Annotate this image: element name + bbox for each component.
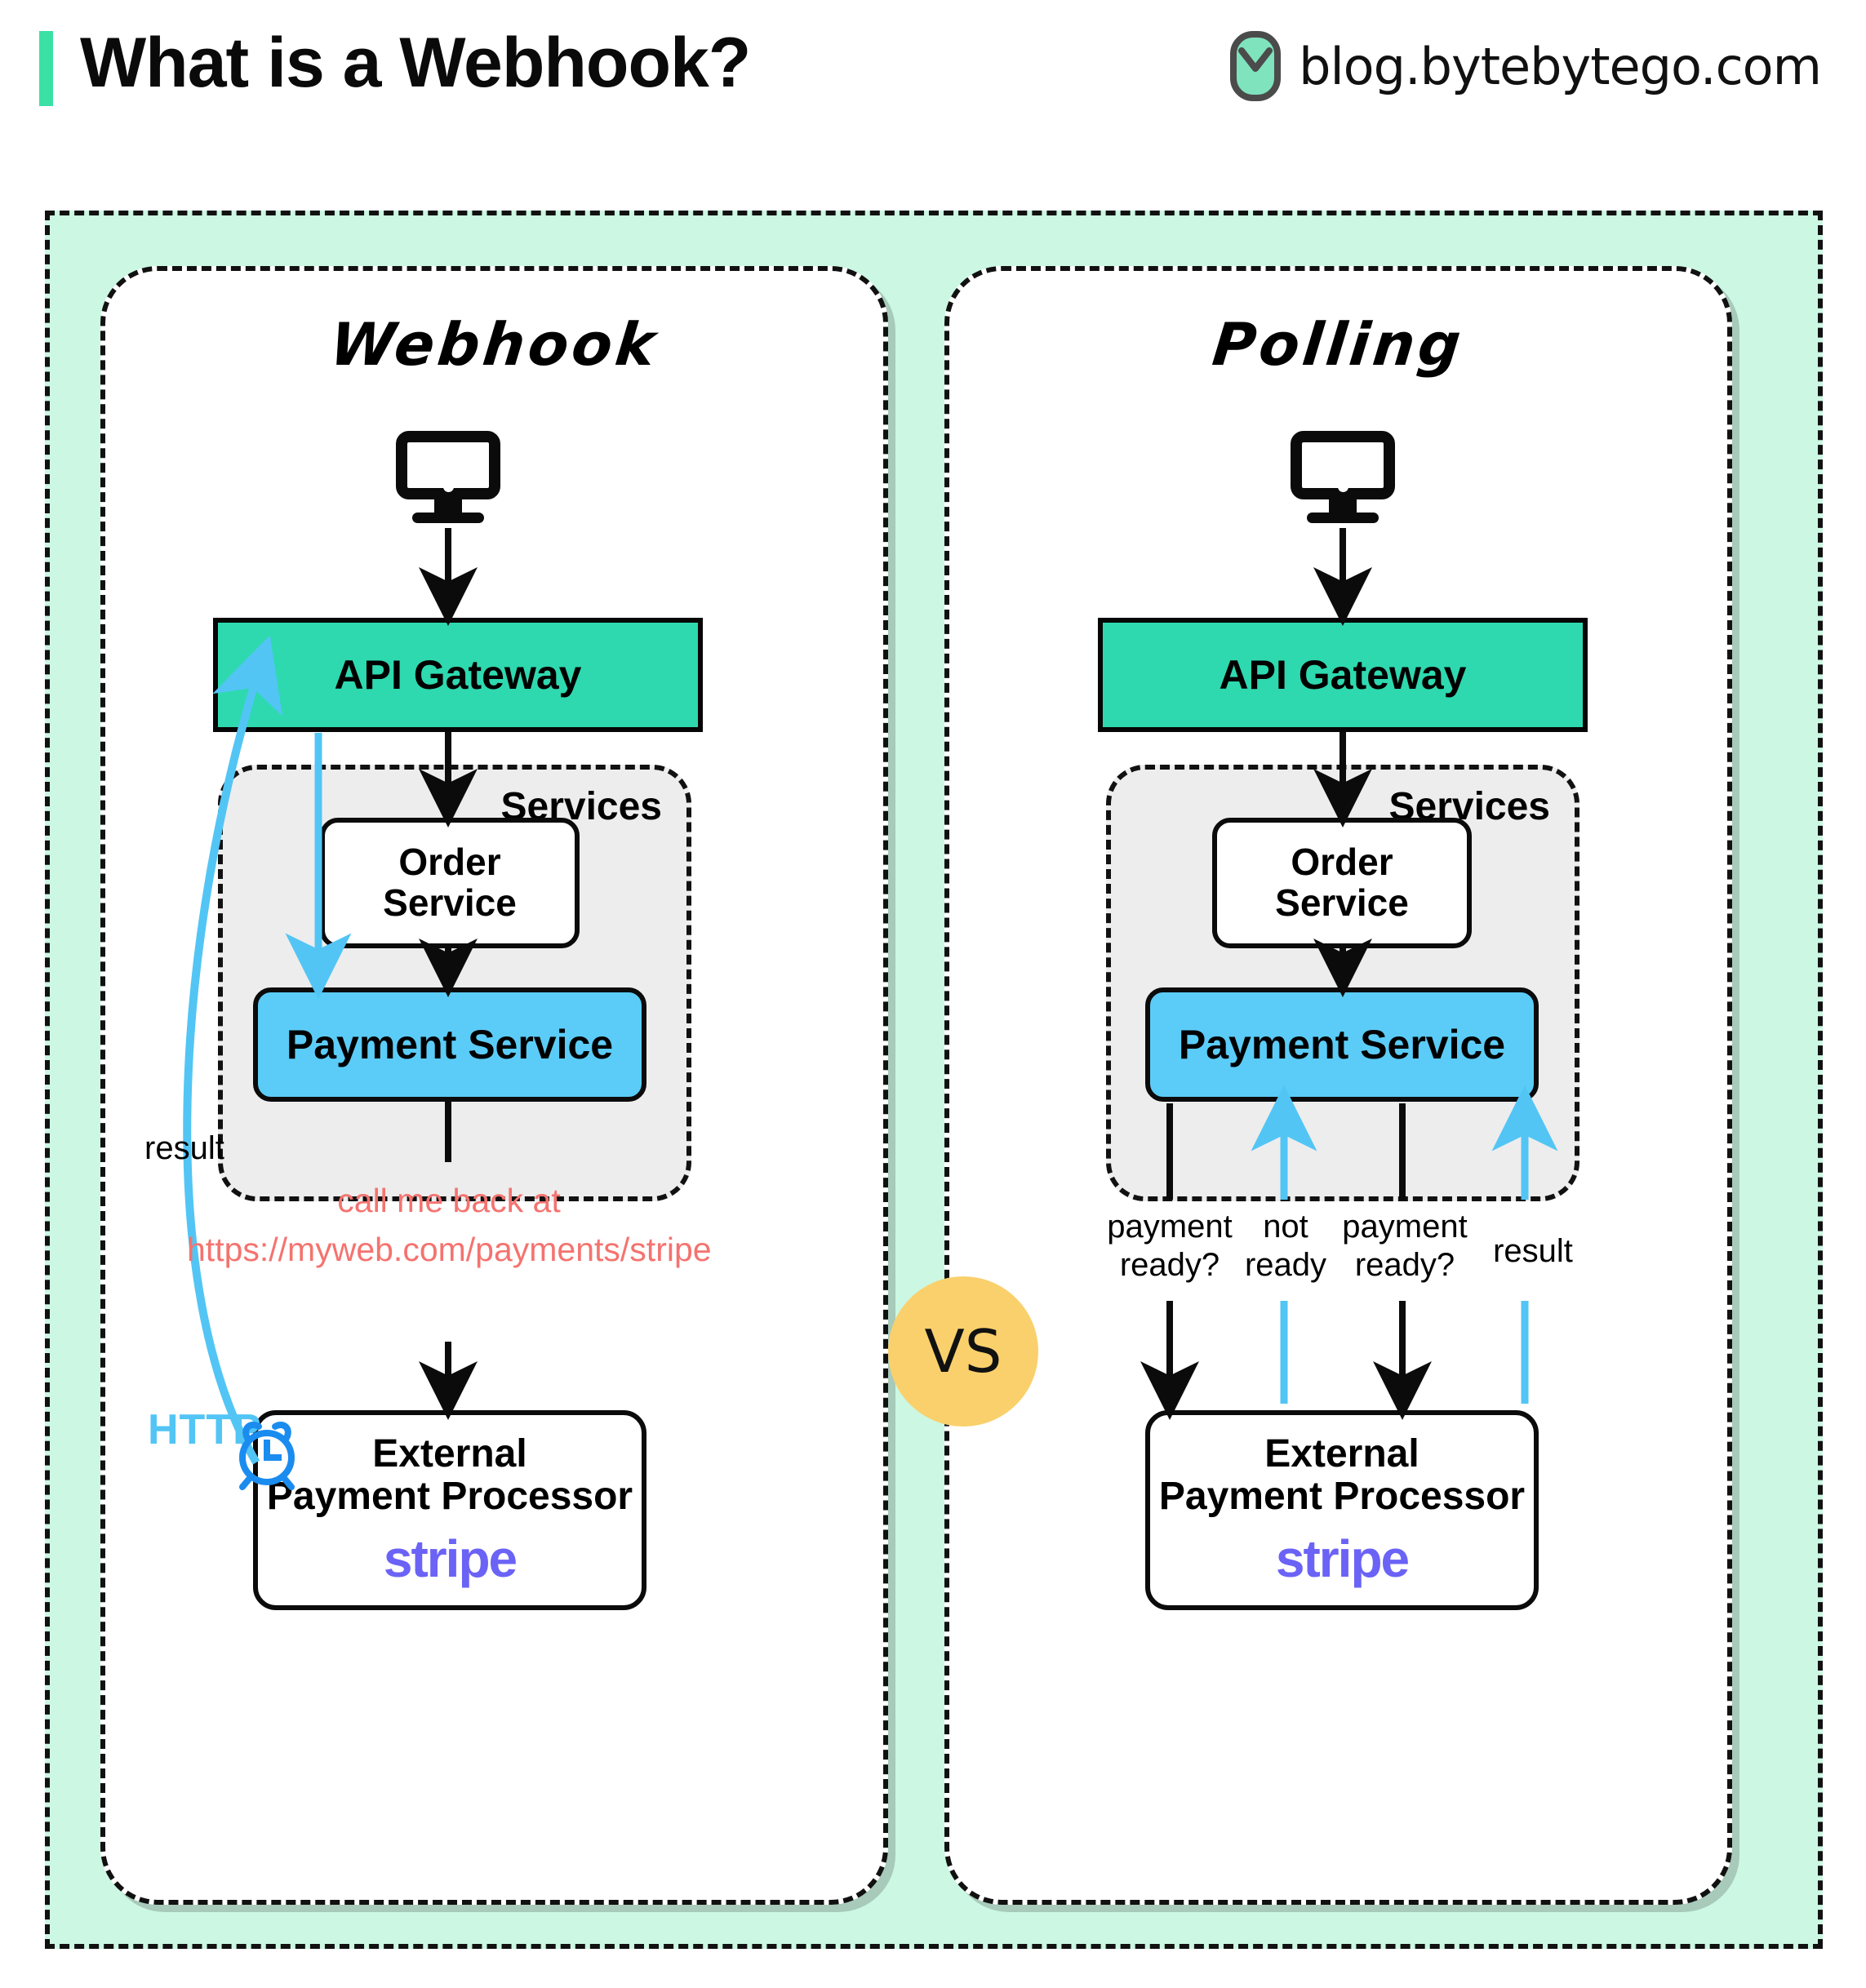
poll-2-line1: payment (1342, 1209, 1468, 1245)
api-gateway-label: API Gateway (334, 652, 582, 698)
api-gateway-box[interactable]: API Gateway (1098, 618, 1588, 732)
external-label-line1: External (1264, 1431, 1419, 1475)
vs-badge-label: VS (924, 1317, 1002, 1386)
external-payment-processor-box[interactable]: External Payment Processor stripe (253, 1410, 646, 1610)
brand-url: blog.bytebytego.com (1299, 36, 1822, 96)
edge-label-result: result (144, 1130, 224, 1166)
payment-service-label: Payment Service (1178, 1022, 1506, 1067)
poll-2-line2: ready? (1354, 1247, 1455, 1284)
edge-label-callback-line2: https://myweb.com/payments/stripe (187, 1231, 712, 1268)
bytebytego-logo-icon (1230, 31, 1282, 101)
panel-polling: Polling API Gateway Services Order Servi… (944, 266, 1732, 1905)
monitor-icon (1291, 431, 1395, 523)
external-payment-processor-box[interactable]: External Payment Processor stripe (1145, 1410, 1539, 1610)
order-service-label-line1: Order (1291, 841, 1393, 884)
edge-label-callback-line1: call me back at (337, 1182, 561, 1219)
title-accent-bar (39, 31, 53, 106)
vs-badge: VS (888, 1276, 1038, 1427)
comparison-container: Webhook API Gateway Services Order Servi… (45, 211, 1823, 1949)
poll-result-line1: result (1493, 1233, 1573, 1269)
poll-1-line1: payment (1107, 1209, 1233, 1245)
api-gateway-label: API Gateway (1219, 652, 1467, 698)
external-label-line1: External (372, 1431, 527, 1475)
poll-reply-1-line1: not (1263, 1209, 1308, 1245)
page-title: What is a Webhook? (80, 24, 751, 102)
stripe-logo: stripe (383, 1529, 518, 1589)
external-label-line2: Payment Processor (1158, 1475, 1526, 1519)
page-header: What is a Webhook? blog.bytebytego.com (0, 0, 1866, 143)
order-service-box[interactable]: Order Service (320, 818, 580, 948)
monitor-icon (396, 431, 500, 523)
poll-1-line2: ready? (1119, 1247, 1220, 1284)
webhook-connectors (183, 528, 478, 1465)
edge-label-poll-reply-1: not ready (1227, 1208, 1344, 1285)
payment-service-box[interactable]: Payment Service (1145, 987, 1539, 1102)
poll-reply-1-line2: ready (1244, 1247, 1327, 1284)
order-service-label-line2: Service (1275, 881, 1409, 924)
edge-label-poll-result: result (1472, 1232, 1594, 1271)
stripe-logo: stripe (1275, 1529, 1410, 1589)
order-service-label-line1: Order (398, 841, 501, 884)
brand: blog.bytebytego.com (1230, 31, 1822, 101)
order-service-label-line2: Service (383, 881, 517, 924)
panel-webhook: Webhook API Gateway Services Order Servi… (100, 266, 888, 1905)
edge-label-poll-2: payment ready? (1325, 1208, 1485, 1285)
edge-label-poll-1: payment ready? (1090, 1208, 1250, 1285)
payment-service-label: Payment Service (286, 1022, 614, 1067)
polling-connectors (1140, 528, 1558, 1420)
alarm-clock-icon (229, 1413, 304, 1492)
external-label-line2: Payment Processor (266, 1475, 633, 1519)
